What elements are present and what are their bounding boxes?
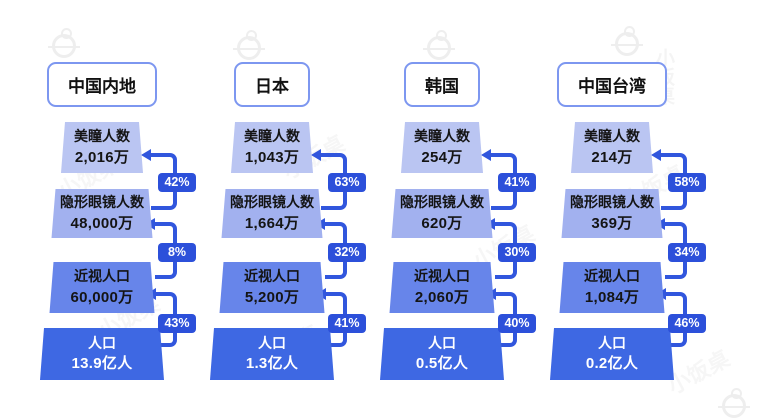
watermark-pot-icon bbox=[423, 30, 455, 60]
stage-myopia-population: 近视人口 60,000万 bbox=[50, 262, 155, 313]
rate-badge: 63% bbox=[328, 173, 366, 192]
stage-value: 0.2亿人 bbox=[585, 355, 639, 373]
stage-value: 0.5亿人 bbox=[415, 355, 469, 373]
stage-value: 48,000万 bbox=[70, 214, 134, 232]
stage-label: 隐形眼镜人数 bbox=[230, 194, 314, 211]
stage-contact-lens-users: 隐形眼镜人数 48,000万 bbox=[52, 189, 153, 238]
region-header: 中国内地 bbox=[47, 62, 157, 107]
stage-label: 隐形眼镜人数 bbox=[60, 194, 144, 211]
stage-value: 60,000万 bbox=[70, 288, 134, 306]
stage-label: 近视人口 bbox=[584, 268, 640, 285]
stage-label: 人口 bbox=[598, 334, 626, 351]
stage-label: 美瞳人数 bbox=[414, 128, 470, 145]
rate-badge: 40% bbox=[498, 314, 536, 333]
watermark-pot-icon bbox=[611, 26, 643, 56]
stage-population: 人口 1.3亿人 bbox=[210, 328, 334, 380]
rate-badge: 41% bbox=[498, 173, 536, 192]
stage-label: 隐形眼镜人数 bbox=[400, 194, 484, 211]
watermark-pot-icon bbox=[48, 28, 80, 58]
stage-label: 人口 bbox=[428, 334, 456, 351]
rate-badge: 42% bbox=[158, 173, 196, 192]
stage-value: 620万 bbox=[421, 214, 463, 232]
stage-value: 214万 bbox=[591, 148, 633, 166]
funnel-column-korea: 韩国 美瞳人数 254万 隐形眼镜人数 620万 近视人口 2,060万 人口 … bbox=[357, 62, 536, 392]
stage-value: 1.3亿人 bbox=[245, 355, 299, 373]
stage-label: 美瞳人数 bbox=[584, 128, 640, 145]
stage-value: 2,016万 bbox=[74, 148, 130, 166]
stage-label: 隐形眼镜人数 bbox=[570, 194, 654, 211]
stage-population: 人口 0.2亿人 bbox=[550, 328, 674, 380]
region-header: 中国台湾 bbox=[557, 62, 667, 107]
rate-badge: 46% bbox=[668, 314, 706, 333]
stage-label: 人口 bbox=[258, 334, 286, 351]
rate-badge: 41% bbox=[328, 314, 366, 333]
funnel-chart: 中国内地 美瞳人数 2,016万 隐形眼镜人数 48,000万 近视人口 60,… bbox=[17, 62, 706, 392]
stage-population: 人口 13.9亿人 bbox=[40, 328, 164, 380]
region-header: 韩国 bbox=[404, 62, 480, 107]
stage-colored-contact-users: 美瞳人数 1,043万 bbox=[231, 122, 313, 173]
funnel-column-taiwan: 中国台湾 美瞳人数 214万 隐形眼镜人数 369万 近视人口 1,084万 人… bbox=[527, 62, 706, 392]
stage-label: 人口 bbox=[88, 334, 116, 351]
stage-myopia-population: 近视人口 1,084万 bbox=[560, 262, 665, 313]
rate-badge: 32% bbox=[328, 243, 366, 262]
region-header: 日本 bbox=[234, 62, 310, 107]
stage-value: 5,200万 bbox=[244, 288, 300, 306]
stage-myopia-population: 近视人口 5,200万 bbox=[220, 262, 325, 313]
watermark-pot-icon bbox=[233, 30, 265, 60]
stage-contact-lens-users: 隐形眼镜人数 1,664万 bbox=[222, 189, 323, 238]
stage-label: 近视人口 bbox=[74, 268, 130, 285]
stage-value: 1,043万 bbox=[244, 148, 300, 166]
stage-value: 1,084万 bbox=[584, 288, 640, 306]
stage-value: 1,664万 bbox=[244, 214, 300, 232]
stage-value: 13.9亿人 bbox=[71, 355, 133, 373]
stage-contact-lens-users: 隐形眼镜人数 369万 bbox=[562, 189, 663, 238]
stage-label: 近视人口 bbox=[244, 268, 300, 285]
funnel-column-mainland-china: 中国内地 美瞳人数 2,016万 隐形眼镜人数 48,000万 近视人口 60,… bbox=[17, 62, 196, 392]
stage-contact-lens-users: 隐形眼镜人数 620万 bbox=[392, 189, 493, 238]
stage-label: 近视人口 bbox=[414, 268, 470, 285]
rate-badge: 30% bbox=[498, 243, 536, 262]
rate-badge: 34% bbox=[668, 243, 706, 262]
stage-colored-contact-users: 美瞳人数 2,016万 bbox=[61, 122, 143, 173]
stage-label: 美瞳人数 bbox=[244, 128, 300, 145]
rate-badge: 43% bbox=[158, 314, 196, 333]
stage-value: 2,060万 bbox=[414, 288, 470, 306]
funnel-column-japan: 日本 美瞳人数 1,043万 隐形眼镜人数 1,664万 近视人口 5,200万… bbox=[187, 62, 366, 392]
stage-myopia-population: 近视人口 2,060万 bbox=[390, 262, 495, 313]
stage-value: 369万 bbox=[591, 214, 633, 232]
stage-label: 美瞳人数 bbox=[74, 128, 130, 145]
stage-colored-contact-users: 美瞳人数 214万 bbox=[571, 122, 653, 173]
rate-badge: 8% bbox=[158, 243, 196, 262]
stage-colored-contact-users: 美瞳人数 254万 bbox=[401, 122, 483, 173]
watermark-pot-icon bbox=[718, 388, 750, 418]
stage-value: 254万 bbox=[421, 148, 463, 166]
stage-population: 人口 0.5亿人 bbox=[380, 328, 504, 380]
rate-badge: 58% bbox=[668, 173, 706, 192]
